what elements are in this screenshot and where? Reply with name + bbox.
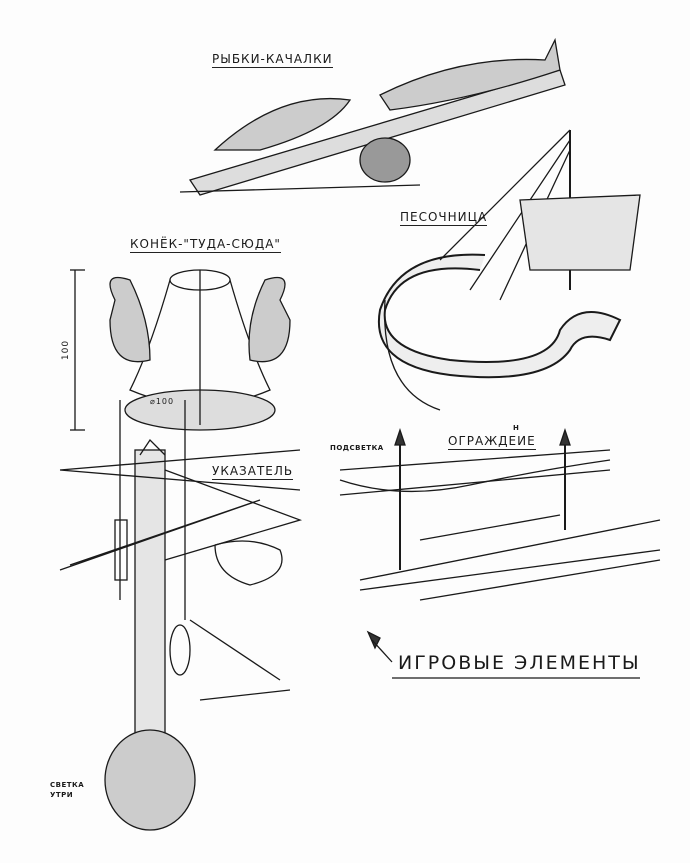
label-fence: ОГРАЖДЕИЕ bbox=[448, 434, 536, 450]
page-title: ИГРОВЫЕ ЭЛЕМЕНТЫ bbox=[398, 652, 641, 674]
label-horse-rocker: КОНЁК-"ТУДА-СЮДА" bbox=[130, 237, 281, 253]
label-lighting: ПОДСВЕТКА bbox=[330, 444, 384, 452]
height-dimension: 100 bbox=[61, 339, 72, 361]
label-fish-rocker: РЫБКИ-КАЧАЛКИ bbox=[212, 52, 333, 68]
sandbox-drawing bbox=[377, 129, 641, 411]
fish-rocker-drawing bbox=[179, 37, 566, 196]
label-signpost: УКАЗАТЕЛЬ bbox=[212, 464, 294, 480]
label-fence-correction: Н bbox=[513, 424, 520, 432]
label-sandbox: ПЕСОЧНИЦА bbox=[400, 210, 488, 226]
fence-drawing bbox=[339, 427, 661, 601]
signpost-drawing bbox=[59, 400, 303, 831]
horse-rocker-drawing bbox=[70, 269, 291, 431]
label-lighting-inside: СВЕТКА УТРИ bbox=[50, 781, 85, 799]
diameter-dimension: ⌀100 bbox=[150, 397, 175, 406]
north-arrow bbox=[366, 630, 640, 679]
